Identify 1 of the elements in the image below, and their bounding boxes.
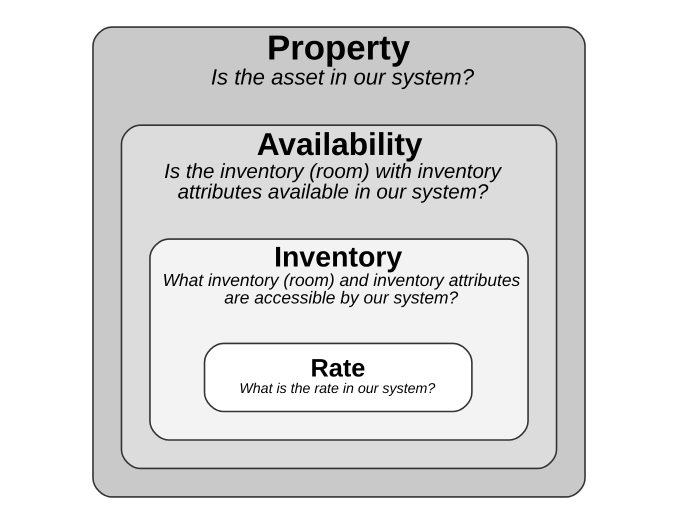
node-box: Rate What is the rate in our system? [203,342,472,412]
